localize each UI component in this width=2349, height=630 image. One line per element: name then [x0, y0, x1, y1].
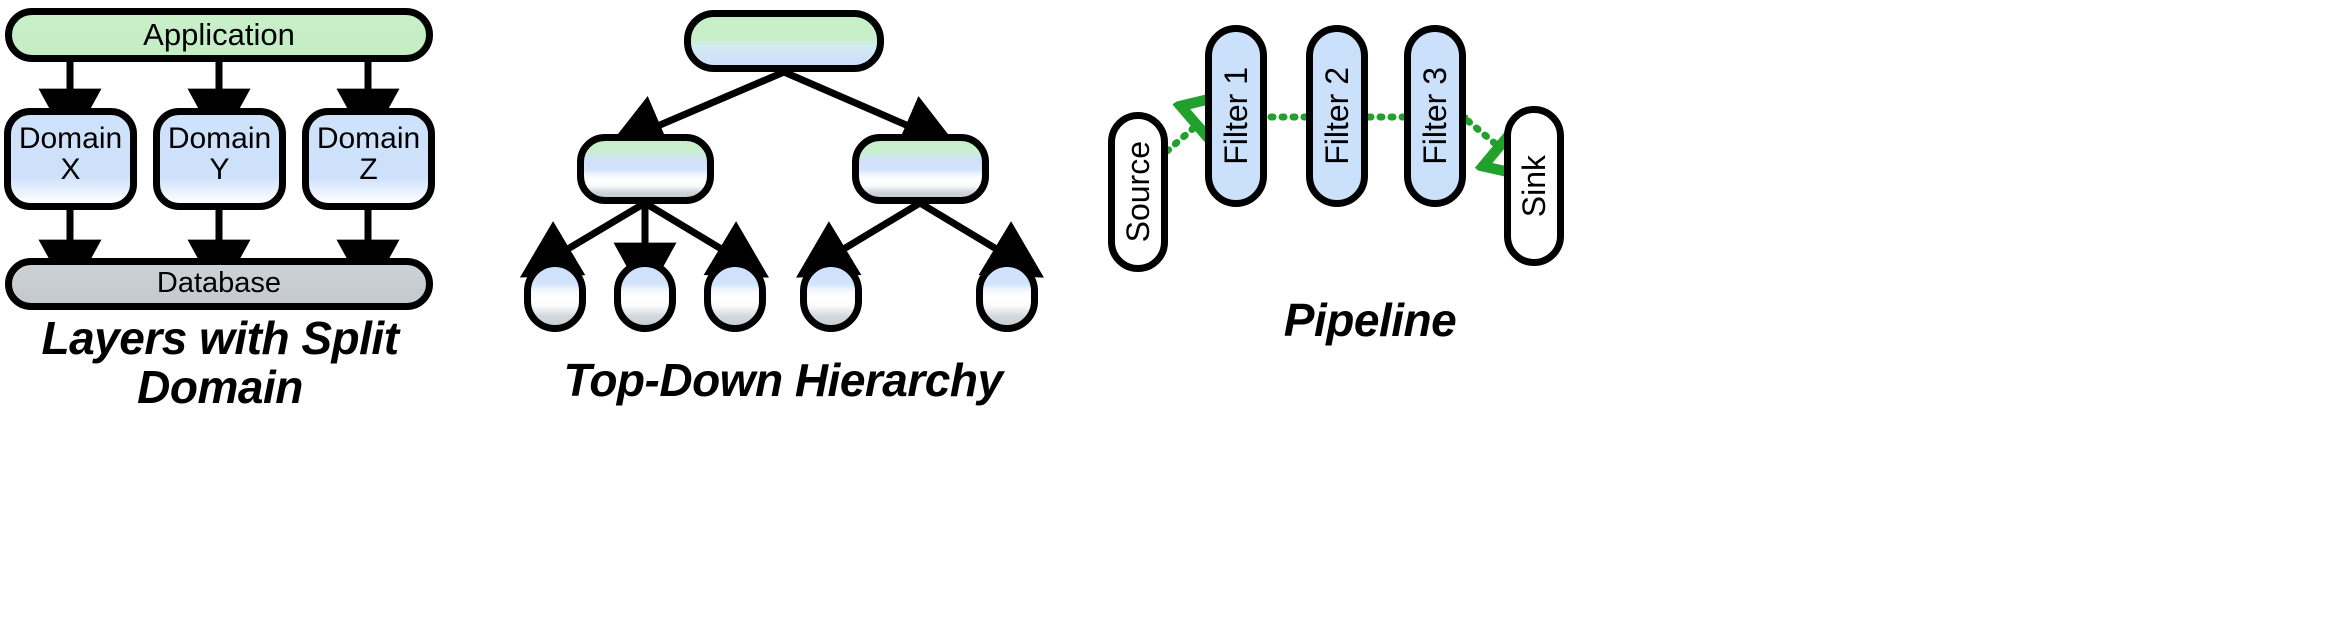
- node-hierarchy-leaf-5[interactable]: [976, 260, 1038, 332]
- edge-source-to-filter-1: [1163, 126, 1196, 155]
- node-hierarchy-leaf-4[interactable]: [800, 260, 862, 332]
- node-application[interactable]: Application: [5, 8, 433, 62]
- panel-caption-pipeline: Pipeline: [1283, 294, 1457, 346]
- edge-mid-right-to-leaf-4: [796, 200, 922, 278]
- node-source[interactable]: Source: [1108, 112, 1168, 272]
- node-filter-2-label: Filter 2: [1318, 67, 1355, 165]
- edge-filter-3-to-sink: [1464, 117, 1498, 146]
- edge-mid-right-to-leaf-5: [918, 200, 1044, 278]
- node-filter-1-label: Filter 1: [1217, 67, 1254, 165]
- node-database[interactable]: Database: [5, 258, 433, 310]
- edge-root-to-mid-right: [782, 68, 959, 154]
- panel-caption-layers-with-split-domain: Layers with Split Domain: [41, 312, 399, 413]
- node-hierarchy-leaf-3[interactable]: [704, 260, 766, 332]
- node-domain-x-label: Domain X: [18, 122, 123, 186]
- node-hierarchy-leaf-1[interactable]: [524, 260, 586, 332]
- node-database-label: Database: [156, 267, 282, 300]
- node-filter-2[interactable]: Filter 2: [1306, 25, 1368, 207]
- node-hierarchy-root[interactable]: [684, 10, 884, 72]
- node-domain-z[interactable]: Domain Z: [302, 108, 435, 210]
- node-filter-1[interactable]: Filter 1: [1205, 25, 1267, 207]
- node-hierarchy-mid-left[interactable]: [577, 134, 714, 204]
- panel-caption-top-down-hierarchy: Top-Down Hierarchy: [563, 354, 1003, 406]
- node-domain-x[interactable]: Domain X: [4, 108, 137, 210]
- node-filter-3-label: Filter 3: [1416, 67, 1453, 165]
- node-domain-z-label: Domain Z: [316, 122, 421, 186]
- node-domain-y-label: Domain Y: [167, 122, 272, 186]
- node-hierarchy-leaf-2[interactable]: [614, 260, 676, 332]
- edge-mid-left-to-leaf-3: [643, 200, 769, 278]
- node-filter-3[interactable]: Filter 3: [1404, 25, 1466, 207]
- node-hierarchy-mid-right[interactable]: [852, 134, 989, 204]
- node-application-label: Application: [143, 17, 295, 53]
- edge-root-to-mid-left: [607, 68, 786, 154]
- node-sink-label: Sink: [1515, 154, 1552, 218]
- edge-mid-left-to-leaf-1: [519, 199, 647, 278]
- node-sink[interactable]: Sink: [1504, 106, 1564, 266]
- node-source-label: Source: [1119, 141, 1156, 243]
- node-domain-y[interactable]: Domain Y: [153, 108, 286, 210]
